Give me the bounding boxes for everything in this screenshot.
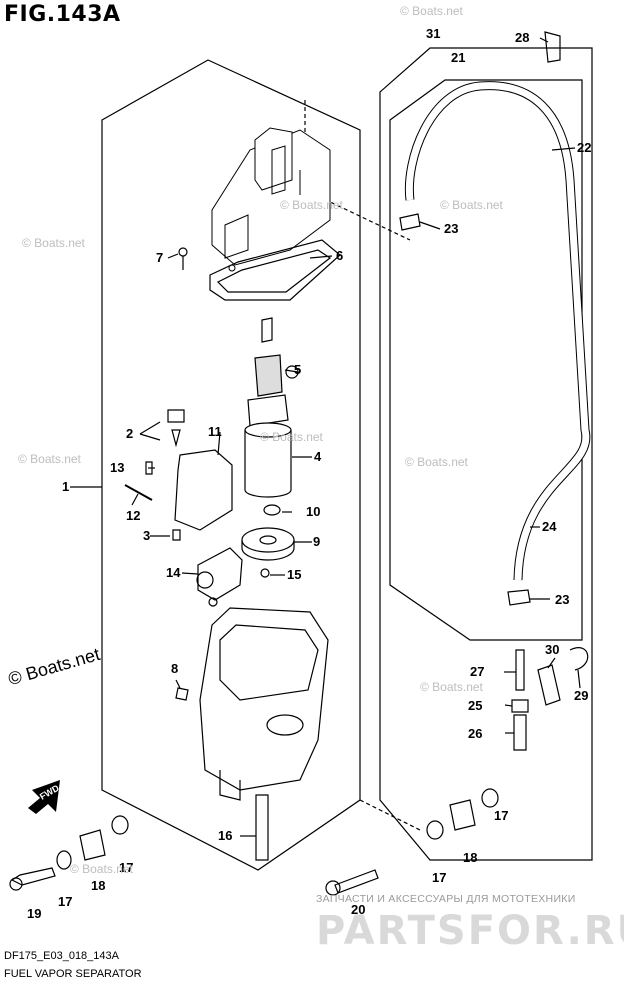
figure-caption: FUEL VAPOR SEPARATOR xyxy=(4,968,142,980)
watermark-small-2: © Boats.net xyxy=(22,236,85,250)
figure-title: FIG.143A xyxy=(4,2,121,27)
callout-c30: 30 xyxy=(545,642,559,657)
watermark-small-1: © Boats.net xyxy=(400,4,463,18)
grommet-25 xyxy=(511,699,529,713)
bracket-30 xyxy=(537,664,561,706)
hose-clamp-23-bottom xyxy=(507,589,531,606)
bolt-20 xyxy=(325,869,379,896)
callout-c26: 26 xyxy=(468,726,482,741)
vapor-separator-case xyxy=(175,607,329,801)
callout-c27: 27 xyxy=(470,664,484,679)
callout-c17b: 17 xyxy=(58,894,72,909)
fuel-pump-assembly xyxy=(244,317,299,498)
callout-c4: 4 xyxy=(314,449,322,464)
screw-7 xyxy=(178,247,188,270)
screw-15 xyxy=(260,568,270,578)
bolt-3 xyxy=(172,529,181,541)
callout-c1: 1 xyxy=(62,479,69,494)
callout-c19: 19 xyxy=(27,906,41,921)
lower-left-fasteners xyxy=(9,815,129,891)
callout-c24: 24 xyxy=(542,519,557,534)
callout-c11: 11 xyxy=(208,424,222,439)
figure-code: DF175_E03_018_143A xyxy=(4,950,119,962)
grommet-2 xyxy=(167,409,185,423)
callout-c8: 8 xyxy=(171,661,178,676)
callout-c16: 16 xyxy=(218,828,232,843)
callout-c31: 31 xyxy=(426,26,440,41)
callout-c5: 5 xyxy=(294,362,301,377)
bolt-13 xyxy=(145,461,153,475)
watermark-small-3: © Boats.net xyxy=(18,452,81,466)
watermark-small-9: © Boats.net xyxy=(70,862,133,876)
fuel-filter xyxy=(241,504,295,561)
fwd-arrow-icon: FWD xyxy=(28,780,61,814)
callout-c17d: 17 xyxy=(494,808,508,823)
gasket xyxy=(209,239,341,301)
assembly-outline-hose-kit xyxy=(379,47,593,861)
callout-c17a: 17 xyxy=(119,860,133,875)
watermark-small-4: © Boats.net xyxy=(405,455,468,469)
callout-c18a: 18 xyxy=(91,878,105,893)
callout-c12: 12 xyxy=(126,508,140,523)
assembly-outline-hose-inner xyxy=(389,79,583,641)
callout-c13: 13 xyxy=(110,460,124,475)
callout-c29: 29 xyxy=(574,688,588,703)
callout-c9: 9 xyxy=(313,534,320,549)
pin-12 xyxy=(124,484,153,501)
lower-right-fasteners xyxy=(426,788,499,840)
brand-logo: PARTSFOR.RU xyxy=(316,908,624,954)
pipe-27 xyxy=(515,649,525,691)
watermark-small-8: © Boats.net xyxy=(440,198,503,212)
pressure-regulator xyxy=(196,547,243,607)
callout-c18b: 18 xyxy=(463,850,477,865)
pipe-16 xyxy=(255,794,269,861)
clip-29 xyxy=(569,647,589,671)
watermark-small-5: © Boats.net xyxy=(280,198,343,212)
callout-c2: 2 xyxy=(126,426,133,441)
callout-c23b: 23 xyxy=(555,592,569,607)
callout-c28: 28 xyxy=(515,30,529,45)
brand-tagline: ЗАПЧАСТИ И АКСЕССУАРЫ ДЛЯ МОТОТЕХНИКИ xyxy=(316,893,576,905)
clip-28 xyxy=(544,31,561,63)
watermark-small-7: © Boats.net xyxy=(260,430,323,444)
clip-cover-11 xyxy=(174,449,233,531)
callout-c20: 20 xyxy=(351,902,365,917)
callout-c10: 10 xyxy=(306,504,320,519)
hose-clamp-23-top xyxy=(399,213,421,231)
watermark-small-6: © Boats.net xyxy=(420,680,483,694)
callout-c6: 6 xyxy=(336,248,343,263)
callout-c17c: 17 xyxy=(432,870,446,885)
callout-c25: 25 xyxy=(468,698,482,713)
fuel-hose xyxy=(404,81,591,581)
callout-c22: 22 xyxy=(577,140,591,155)
callout-c3: 3 xyxy=(143,528,150,543)
callout-c14: 14 xyxy=(166,565,181,580)
callout-c15: 15 xyxy=(287,567,301,582)
separator-cover xyxy=(211,127,331,272)
pipe-26 xyxy=(513,714,527,751)
callout-c7: 7 xyxy=(156,250,163,265)
callout-c21: 21 xyxy=(451,50,465,65)
callout-c23a: 23 xyxy=(444,221,458,236)
